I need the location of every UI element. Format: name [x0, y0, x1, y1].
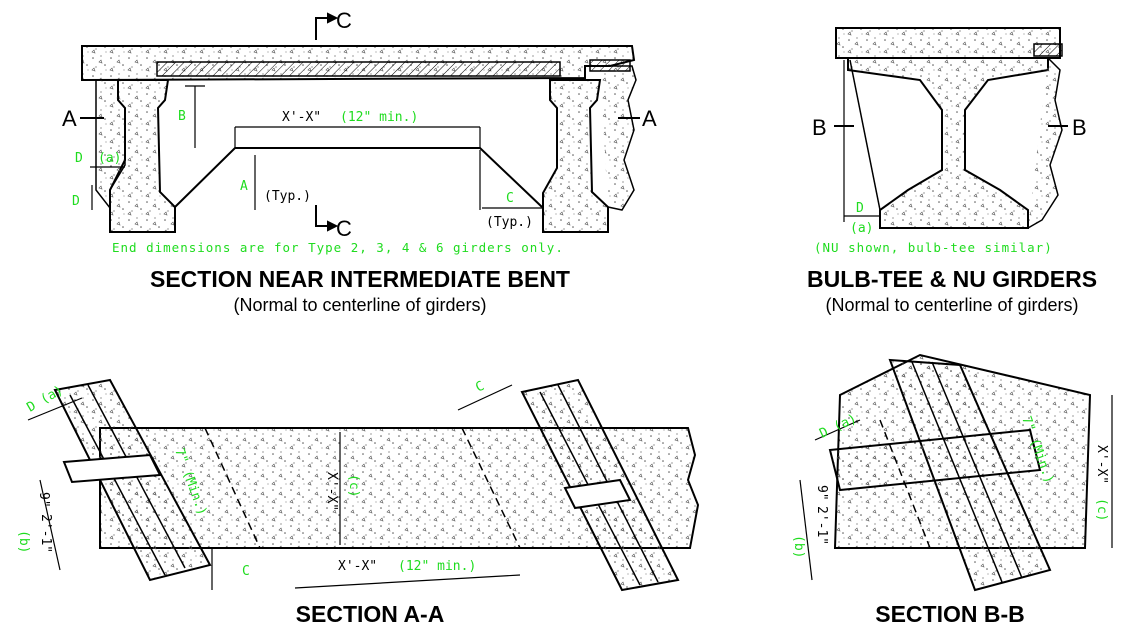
bt-dim-d-label: D — [856, 201, 864, 216]
aa-dim-9: 9" — [36, 492, 51, 508]
bulb-tee-labels: B B D (a) — [812, 115, 1087, 236]
dim-xx-label: X'-X" — [282, 110, 321, 125]
dim-d-label: D — [75, 151, 83, 166]
dim-c-typ-label: (Typ.) — [486, 215, 533, 230]
intermediate-bent-section — [80, 12, 640, 233]
intermediate-bent-title: SECTION NEAR INTERMEDIATE BENT — [150, 266, 570, 292]
section-c-bottom-label: C — [336, 216, 352, 241]
bulb-tee-subtitle: (Normal to centerline of girders) — [825, 295, 1079, 315]
aa-dim-21: 2'-1" — [38, 514, 53, 553]
section-a-right-label: A — [642, 106, 657, 131]
hatched-strip — [156, 61, 561, 77]
aa-dim-xx: X'-X" — [324, 472, 339, 511]
aa-dim-xx-bottom: X'-X" — [338, 559, 377, 574]
section-bb-title: SECTION B-B — [875, 601, 1025, 627]
section-aa-title: SECTION A-A — [295, 601, 445, 627]
aa-dim-xx-c: (c) — [346, 474, 361, 497]
section-aa — [27, 378, 700, 592]
bb-dim-b: (b) — [791, 535, 806, 558]
diaphragm — [95, 79, 126, 211]
aa-dim-c-top: C — [473, 379, 486, 396]
intermediate-bent-labels: C C A A D (a) D B X'-X" (12" min.) A (Ty… — [62, 8, 657, 241]
aa-dim-d-a: D (a) — [25, 383, 66, 416]
section-bb — [799, 353, 1113, 592]
aa-dim-b: (b) — [16, 530, 31, 553]
bulb-tee-title: BULB-TEE & NU GIRDERS — [806, 266, 1098, 292]
section-b-right-label: B — [1072, 115, 1087, 140]
dim-c-label: C — [506, 191, 514, 206]
dim-a-typ-label: (Typ.) — [264, 189, 311, 204]
bulb-tee-deck — [835, 27, 1061, 59]
bb-dim-xx: X'-X" — [1094, 445, 1109, 484]
dim-d-suffix: (a) — [98, 151, 121, 166]
intermediate-bent-note: End dimensions are for Type 2, 3, 4 & 6 … — [112, 240, 564, 255]
right-girder — [542, 79, 609, 233]
bb-dim-9: 9" — [814, 485, 829, 501]
bulb-tee-note: (NU shown, bulb-tee similar) — [814, 240, 1053, 255]
aa-dim-xx-bottom-min: (12" min.) — [398, 559, 476, 574]
dim-a-label: A — [240, 179, 248, 194]
aa-dim-c-left: C — [242, 564, 250, 579]
dim-xx-min-label: (12" min.) — [340, 110, 418, 125]
bb-dim-xx-c: (c) — [1094, 498, 1109, 521]
section-a-left-label: A — [62, 106, 77, 131]
section-c-top-label: C — [336, 8, 352, 33]
dim-b-label: B — [178, 109, 186, 124]
dim-d-lower-label: D — [72, 194, 80, 209]
bulb-tee-section — [834, 27, 1068, 229]
section-b-left-label: B — [812, 115, 827, 140]
bt-dim-d-a-label: (a) — [850, 221, 873, 236]
bb-dim-21: 2'-1" — [814, 506, 829, 545]
intermediate-bent-subtitle: (Normal to centerline of girders) — [233, 295, 487, 315]
